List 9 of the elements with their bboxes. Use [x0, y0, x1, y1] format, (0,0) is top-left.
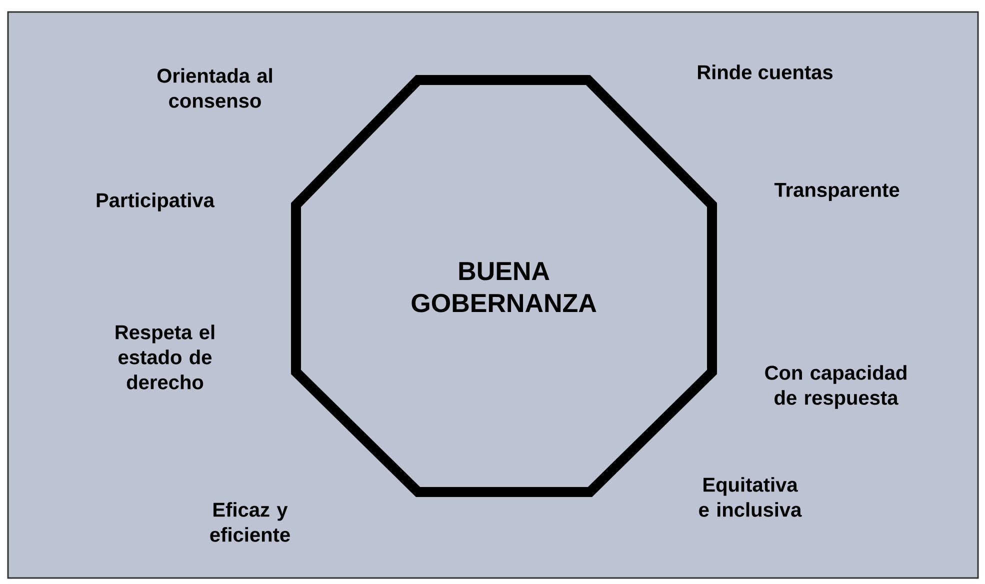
octagon-title: BUENA GOBERNANZA: [412, 262, 596, 312]
label: Equitativa e inclusiva: [699, 477, 802, 517]
label: Transparente: [774, 183, 900, 201]
label: Respeta el estado de derecho: [116, 324, 214, 390]
label: Eficaz y eficiente: [210, 502, 290, 542]
label: Orientada al consenso: [157, 68, 272, 108]
label: Rinde cuentas: [698, 64, 833, 80]
label: Con capacidad de respuesta: [765, 365, 906, 409]
label: Participativa: [96, 192, 215, 212]
